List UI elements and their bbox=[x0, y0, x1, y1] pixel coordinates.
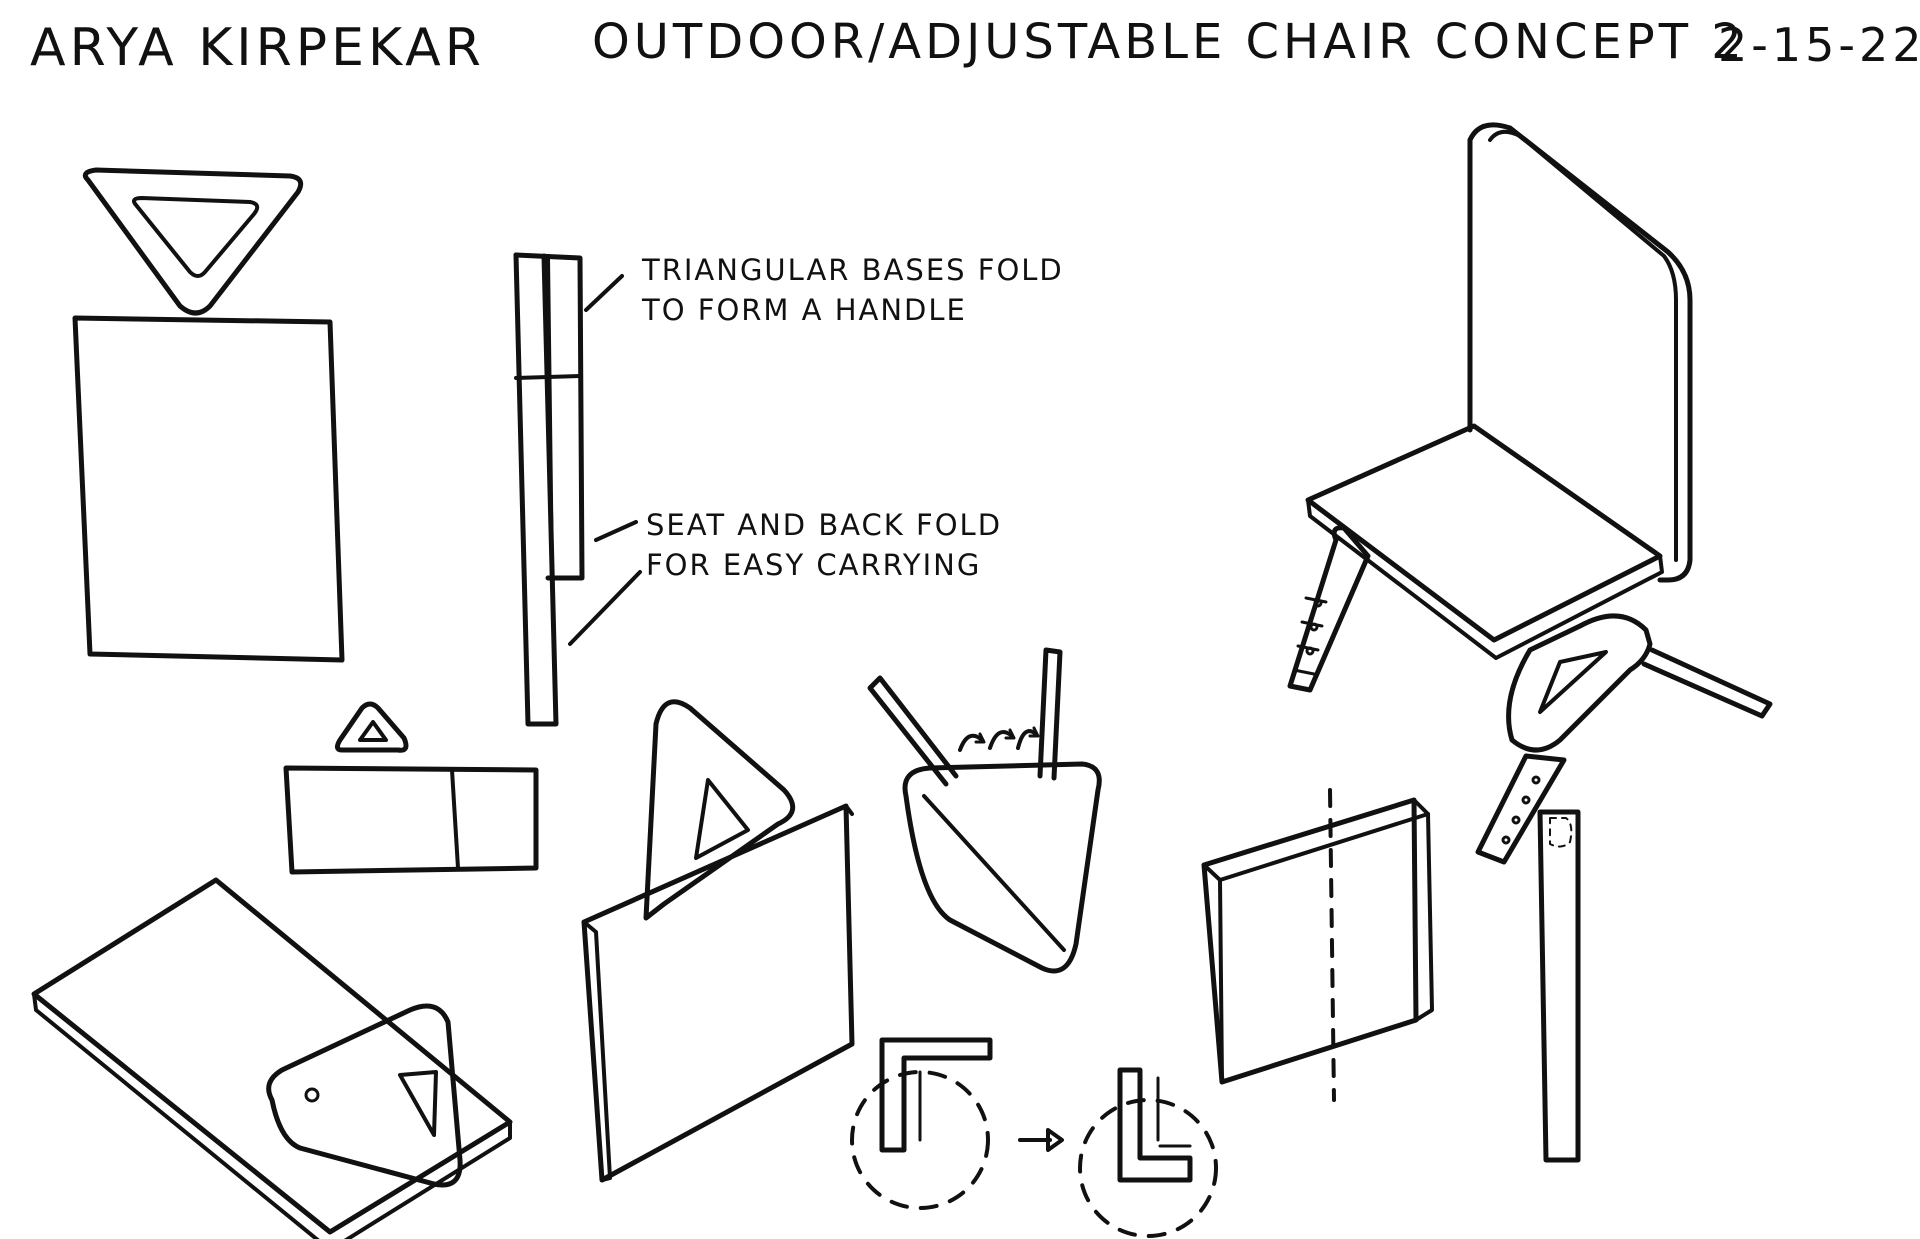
fold-annotation-line-2: for easy carrying bbox=[646, 548, 982, 582]
sheet-title: Outdoor/Adjustable Chair Concept 2 bbox=[592, 14, 1746, 70]
handle-leader-line bbox=[584, 274, 624, 312]
isometric-flat-panel bbox=[31, 877, 513, 1239]
single-leg-piece bbox=[1537, 809, 1581, 1163]
flat-front-view bbox=[72, 167, 345, 663]
author-name: Arya Kirpekar bbox=[30, 18, 485, 78]
handle-annotation-line-2: to form a handle bbox=[642, 293, 967, 327]
triangle-base-with-legs bbox=[867, 647, 1102, 974]
fold-annotation-line-1: Seat and back fold bbox=[646, 508, 1003, 542]
handle-annotation: Triangular bases fold to form a handle bbox=[642, 250, 1064, 330]
small-folded-view bbox=[283, 701, 539, 875]
standing-folded-panel bbox=[581, 699, 855, 1183]
fold-annotation: Seat and back fold for easy carrying bbox=[646, 505, 1002, 585]
folded-side-profile bbox=[513, 252, 642, 727]
panel-with-fold-line bbox=[1201, 788, 1434, 1102]
sheet-date: 2-15-22 bbox=[1718, 18, 1920, 72]
handle-annotation-line-1: Triangular bases fold bbox=[642, 253, 1064, 287]
assembled-chair bbox=[1287, 122, 1773, 865]
fold-leader-line-2 bbox=[568, 570, 642, 646]
hinge-detail bbox=[850, 1037, 1218, 1238]
fold-leader-line-1 bbox=[594, 520, 638, 542]
